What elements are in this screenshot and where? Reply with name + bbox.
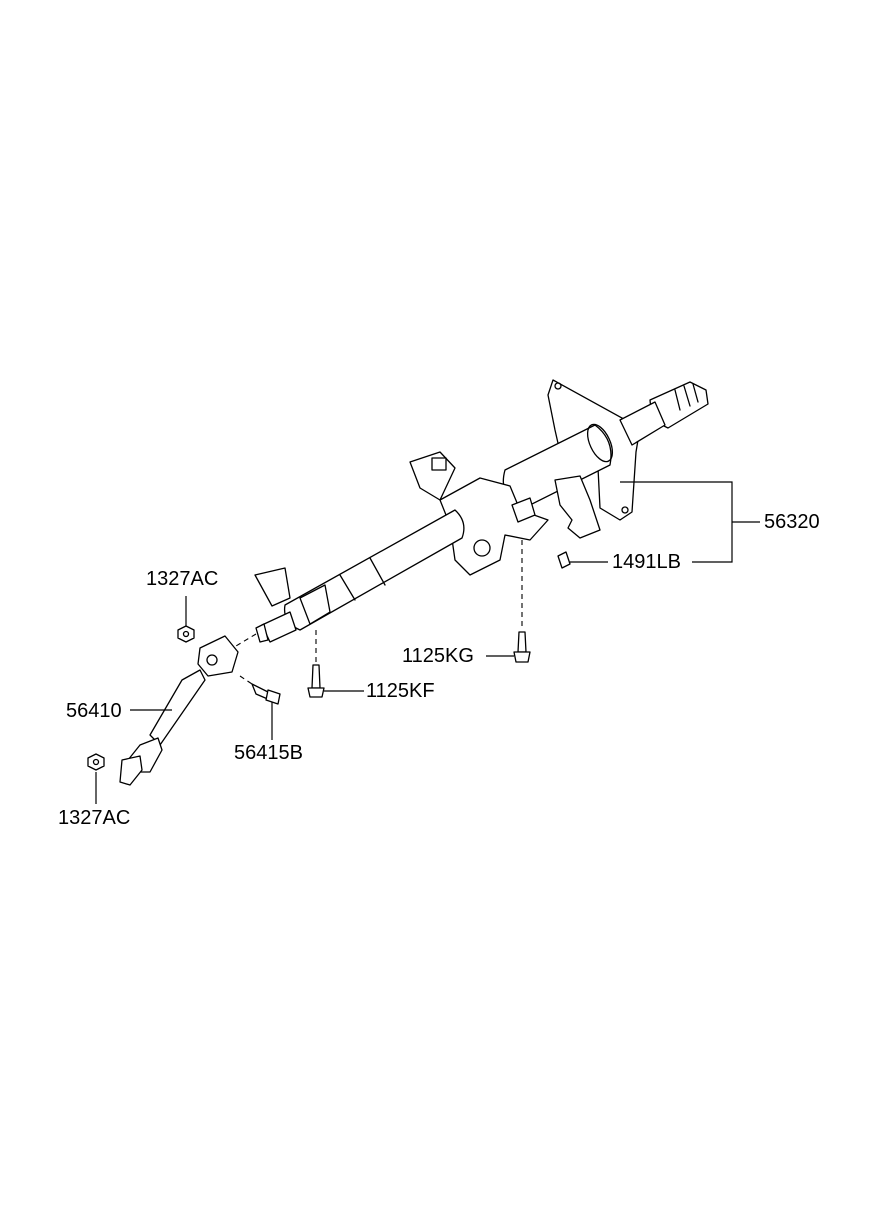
bolt-1125kg — [513, 540, 531, 663]
label-1327ac-bottom: 1327AC — [58, 807, 131, 829]
label-56410: 56410 — [66, 700, 122, 722]
nut-1327ac-top — [177, 625, 195, 643]
column-housing — [409, 451, 601, 576]
leader-lines — [95, 481, 760, 804]
label-1125kf: 1125KF — [366, 680, 435, 702]
upper-shaft — [619, 381, 709, 446]
label-56415b: 56415B — [234, 742, 303, 764]
bolt-1125kf — [307, 630, 325, 698]
label-1125kg: 1125KG — [402, 645, 474, 667]
label-1491lb: 1491LB — [612, 551, 681, 573]
clip-1491lb — [557, 551, 571, 569]
bolt-56415b — [239, 675, 281, 705]
label-1327ac-top: 1327AC — [146, 568, 219, 590]
column-tube-lower — [254, 509, 465, 631]
label-56320: 56320 — [764, 511, 820, 533]
nut-1327ac-bottom — [87, 753, 105, 771]
universal-joint-shaft — [119, 635, 239, 786]
lower-shaft-end — [235, 611, 297, 647]
